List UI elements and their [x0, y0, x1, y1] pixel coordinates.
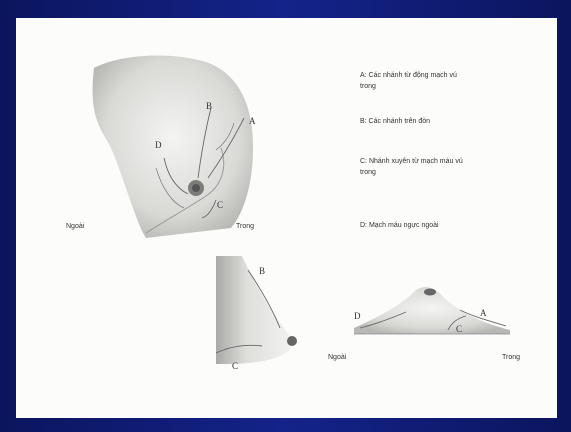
- cross-letter-c: C: [456, 324, 462, 334]
- legend-item-c: C: Nhánh xuyên từ mạch máu vú trong: [360, 156, 470, 178]
- cross-label-outer: Ngoài: [328, 353, 346, 363]
- front-label-outer: Ngoài: [66, 222, 84, 232]
- torso-shape: [93, 55, 253, 238]
- side-shape: [216, 256, 292, 364]
- cross-label-inner: Trong: [502, 353, 520, 363]
- cross-letter-a: A: [480, 308, 487, 318]
- legend-item-a: A: Các nhánh từ động mạch vú trong: [360, 70, 470, 92]
- front-letter-b: B: [206, 101, 212, 111]
- front-letter-c: C: [217, 200, 223, 210]
- legend-item-d: D: Mạch máu ngực ngoài: [360, 220, 490, 231]
- front-letter-a: A: [249, 116, 256, 126]
- side-view: B C: [216, 256, 297, 371]
- legend-item-b: B: Các nhánh trên đòn: [360, 116, 480, 127]
- slide: B A D C B C D: [16, 18, 557, 418]
- cross-section-view: D A C: [354, 287, 510, 334]
- breast-vessel-illustration: B A D C B C D: [16, 18, 557, 418]
- front-letter-d: D: [155, 140, 162, 150]
- front-label-inner: Trong: [236, 222, 254, 232]
- side-nipple: [287, 336, 297, 346]
- cross-letter-d: D: [354, 311, 361, 321]
- front-view: B A D C: [93, 55, 256, 238]
- side-letter-c: C: [232, 361, 238, 371]
- side-letter-b: B: [259, 266, 265, 276]
- cross-nipple: [424, 289, 436, 296]
